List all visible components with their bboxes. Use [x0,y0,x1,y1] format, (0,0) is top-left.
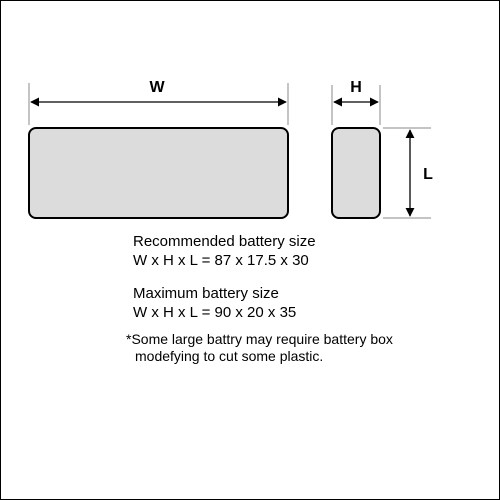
w-label: W [149,79,165,96]
maximum-title: Maximum battery size [133,285,279,302]
footnote-line-1: *Some large battry may require battery b… [126,331,393,347]
footnote-line-2: modefying to cut some plastic. [135,348,324,364]
recommended-formula: W x H x L = 87 x 17.5 x 30 [133,252,309,269]
battery-front-view [28,127,289,219]
l-label: L [423,166,433,183]
battery-side-view [331,127,381,219]
recommended-title: Recommended battery size [133,233,316,250]
h-label: H [350,79,362,96]
maximum-formula: W x H x L = 90 x 20 x 35 [133,304,297,321]
